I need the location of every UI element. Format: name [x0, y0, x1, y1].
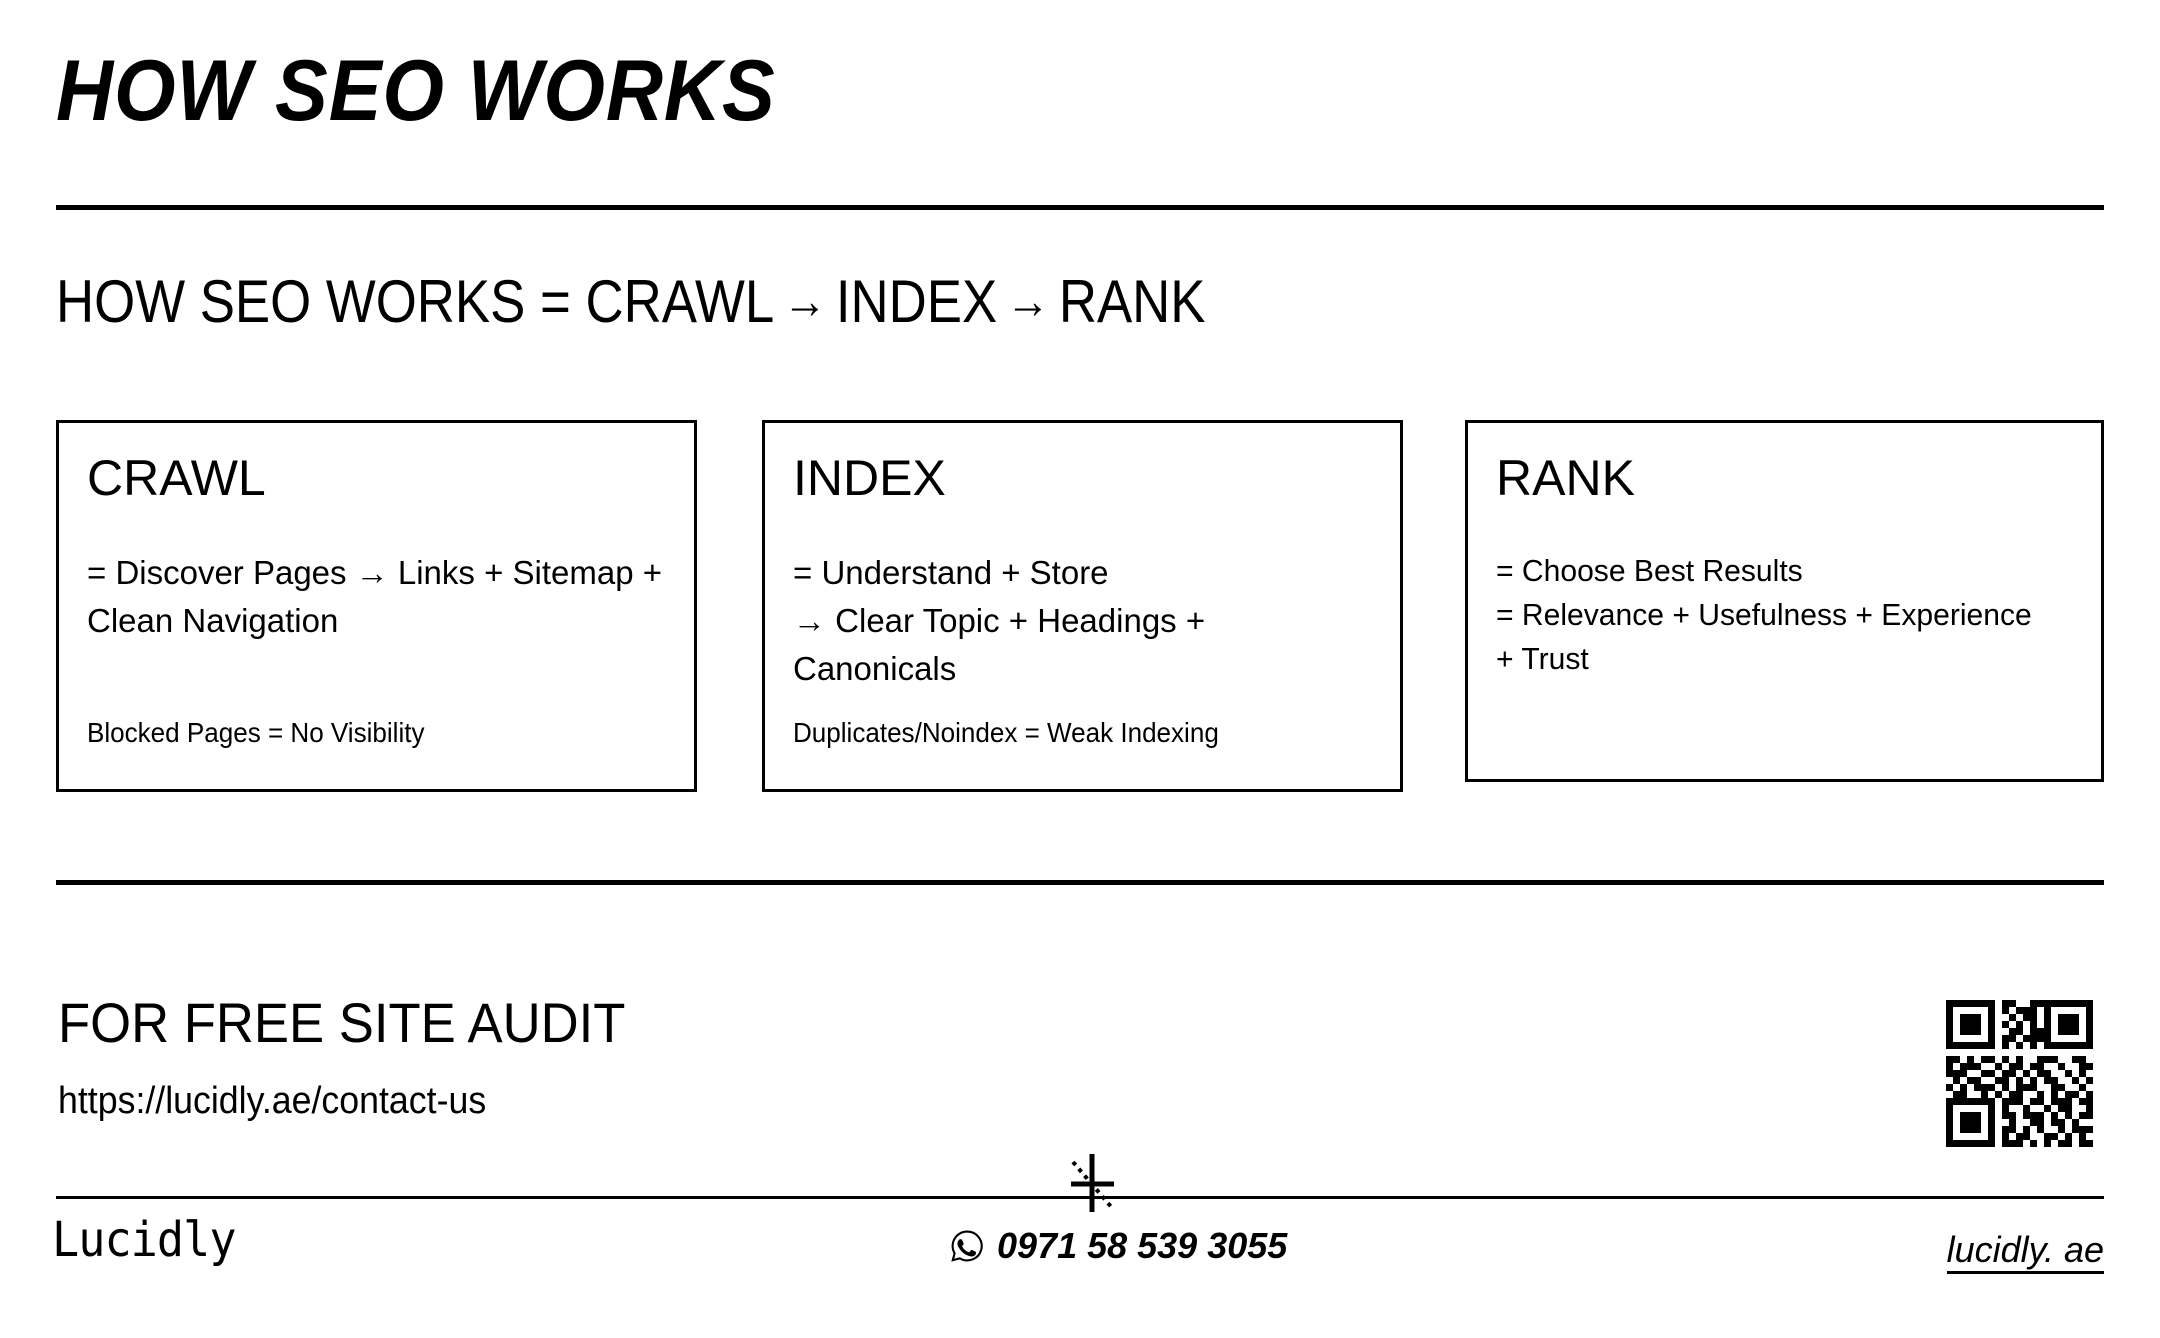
- formula-middle: INDEX: [835, 268, 998, 335]
- stage-title-index: INDEX: [793, 450, 946, 506]
- section-divider: [56, 880, 2104, 885]
- stage-body-rank: = Choose Best Results = Relevance + Usef…: [1496, 553, 2032, 677]
- stage-note-index: Duplicates/Noindex = Weak Indexing: [793, 717, 1219, 748]
- formula-suffix: RANK: [1058, 268, 1206, 335]
- arrow-right-icon-2: →: [1006, 273, 1051, 329]
- stage-note-crawl: Blocked Pages = No Visibility: [87, 717, 425, 748]
- qr-code[interactable]: [1946, 1000, 2093, 1147]
- brand-logo: Lucidly: [52, 1212, 237, 1268]
- page-title: HOW SEO WORKS: [56, 43, 776, 139]
- formula-prefix: HOW SEO WORKS = CRAWL: [56, 268, 775, 335]
- stage-card-crawl: CRAWL = Discover Pages → Links + Sitemap…: [56, 420, 697, 792]
- seo-formula-line: HOW SEO WORKS = CRAWL→INDEX→RANK: [56, 272, 1206, 332]
- stage-title-crawl: CRAWL: [87, 450, 266, 506]
- footer-divider: [56, 1196, 2104, 1199]
- stage-card-rank: RANK = Choose Best Results = Relevance +…: [1465, 420, 2104, 782]
- stage-card-group: CRAWL = Discover Pages → Links + Sitemap…: [56, 420, 2104, 792]
- whatsapp-phone[interactable]: 0971 58 539 3055: [950, 1228, 1287, 1264]
- stage-body-index: = Understand + Store → Clear Topic + Hea…: [793, 554, 1206, 687]
- stage-card-index: INDEX = Understand + Store → Clear Topic…: [762, 420, 1403, 792]
- header-divider: [56, 205, 2104, 210]
- website-link[interactable]: lucidly. ae: [1946, 1232, 2104, 1274]
- stage-body-crawl: = Discover Pages → Links + Sitemap + Cle…: [87, 554, 663, 639]
- registration-crop-mark-icon: [1068, 1154, 1158, 1226]
- cta-url-link[interactable]: https://lucidly.ae/contact-us: [58, 1080, 487, 1122]
- whatsapp-icon: [950, 1229, 984, 1263]
- arrow-right-icon: →: [783, 273, 828, 329]
- cta-heading: FOR FREE SITE AUDIT: [58, 991, 626, 1054]
- phone-number: 0971 58 539 3055: [997, 1225, 1288, 1266]
- stage-title-rank: RANK: [1496, 450, 1635, 506]
